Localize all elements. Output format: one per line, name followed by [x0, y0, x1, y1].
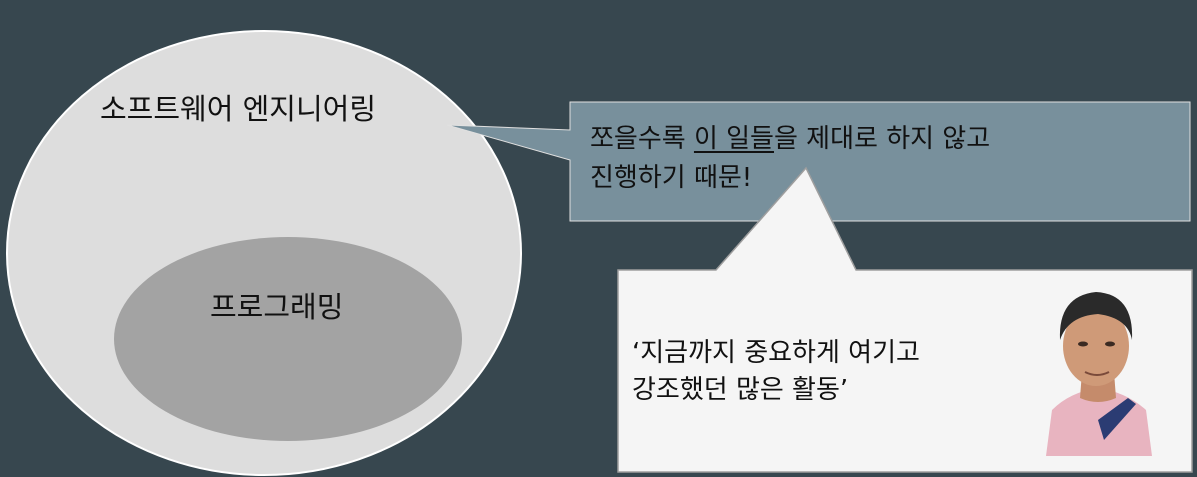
bubble-top-line1-start: 쪼을수록 [590, 124, 694, 154]
person-photo-icon [1040, 286, 1158, 456]
bubble-top-line1: 쪼을수록 이 일들을 제대로 하지 않고 [590, 120, 990, 159]
bubble-top-underlined-phrase: 이 일들 [693, 124, 774, 154]
speech-bubble-top [446, 101, 1191, 222]
software-engineering-label: 소프트웨어 엔지니어링 [100, 92, 377, 126]
bubble-bottom-text: ‘지금까지 중요하게 여기고 강조했던 많은 활동’ [632, 335, 920, 409]
bubble-bottom-line2: 강조했던 많은 활동’ [632, 375, 849, 405]
programming-label: 프로그래밍 [210, 290, 344, 324]
bubble-top-line1-end: 을 제대로 하지 않고 [773, 124, 991, 154]
inner-ellipse-programming [114, 237, 462, 441]
bubble-top-text: 쪼을수록 이 일들을 제대로 하지 않고 진행하기 때문! [590, 120, 990, 198]
bubble-bottom-line1: ‘지금까지 중요하게 여기고 [632, 338, 920, 368]
bubble-top-line2: 진행하기 때문! [590, 163, 753, 193]
